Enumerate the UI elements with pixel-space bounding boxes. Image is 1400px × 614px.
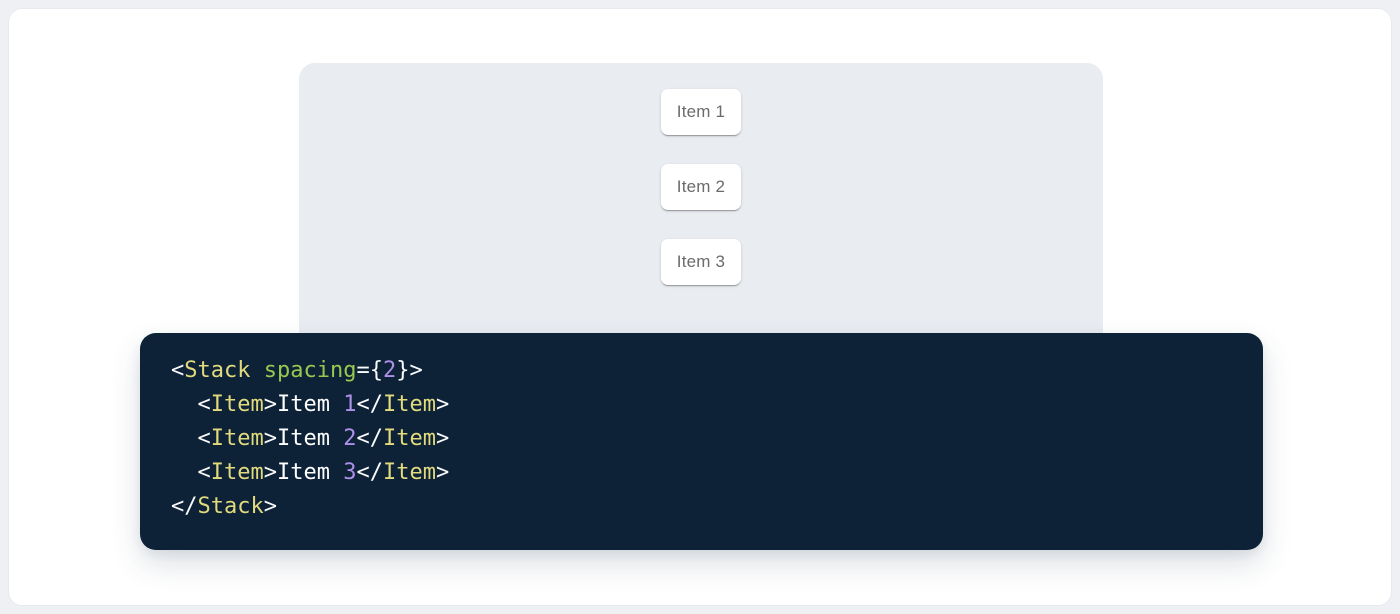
code-token: >: [435, 392, 450, 417]
code-line: <Item>Item 3</Item>: [171, 456, 1243, 490]
code-token: >: [435, 460, 450, 485]
code-token: >: [263, 494, 277, 519]
app-window: Item 1 Item 2 Item 3 <Stack spacing={2}>…: [8, 8, 1392, 606]
stack-item-label: Item 2: [676, 177, 726, 196]
code-token: >: [435, 426, 450, 451]
stack-item-card: Item 3: [661, 239, 741, 285]
code-token: Item: [276, 426, 344, 451]
code-token: <: [197, 426, 211, 451]
code-token: </: [356, 392, 383, 417]
code-token: 1: [343, 392, 357, 417]
code-token: Item: [382, 392, 436, 417]
code-token: Item: [210, 392, 264, 417]
code-token: 3: [343, 460, 357, 485]
code-token: Item: [210, 460, 264, 485]
code-token: Item: [382, 460, 436, 485]
code-token: </: [356, 460, 383, 485]
code-block: <Stack spacing={2}> <Item>Item 1</Item> …: [140, 333, 1263, 550]
code-token: >: [263, 426, 277, 451]
code-token: </: [356, 426, 383, 451]
code-token: spacing: [263, 358, 357, 383]
code-token: Item: [210, 426, 264, 451]
code-token: >: [263, 460, 277, 485]
code-line: <Stack spacing={2}>: [171, 354, 1243, 388]
code-line: <Item>Item 2</Item>: [171, 422, 1243, 456]
code-token: <: [197, 460, 211, 485]
code-line: <Item>Item 1</Item>: [171, 388, 1243, 422]
code-token: 2: [343, 426, 357, 451]
code-token: Item: [382, 426, 436, 451]
code-token: 2: [382, 358, 397, 383]
code-token: [250, 358, 263, 383]
code-token: [171, 460, 198, 485]
code-line: </Stack>: [171, 490, 1243, 524]
code-content: <Stack spacing={2}> <Item>Item 1</Item> …: [140, 333, 1263, 524]
code-token: </: [171, 494, 198, 519]
stack-item-card: Item 2: [661, 164, 741, 210]
code-token: >: [263, 392, 277, 417]
stack-item-label: Item 3: [676, 252, 726, 271]
code-token: <: [171, 358, 185, 383]
code-token: [171, 392, 198, 417]
code-token: Stack: [184, 358, 251, 383]
code-token: <: [197, 392, 211, 417]
code-token: ={: [356, 358, 383, 383]
code-token: Item: [276, 392, 344, 417]
code-token: }>: [396, 358, 423, 383]
stack-item-label: Item 1: [676, 102, 726, 121]
demo-preview-panel: Item 1 Item 2 Item 3: [299, 63, 1103, 355]
code-token: Item: [276, 460, 344, 485]
stack-item-card: Item 1: [661, 89, 741, 135]
code-token: Stack: [197, 494, 264, 519]
stack-demo: Item 1 Item 2 Item 3: [299, 63, 1103, 285]
code-token: [171, 426, 198, 451]
